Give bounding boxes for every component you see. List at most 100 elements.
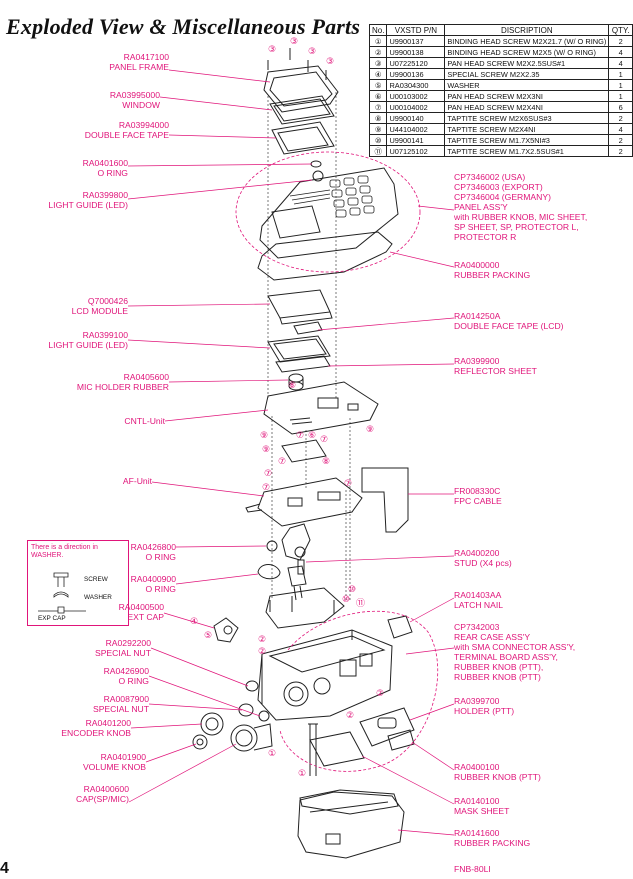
part-label-line: LCD MODULE (71, 306, 128, 316)
battery-pack (297, 791, 405, 859)
part-no: ③ (368, 57, 388, 69)
part-label-line: O RING (145, 552, 176, 562)
part-label-line: HOLDER (PTT) (454, 706, 515, 716)
callout-number: ⑦ (320, 435, 328, 445)
part-label-line: RA0400600 (83, 784, 129, 794)
part-label-line: MIC HOLDER RUBBER (76, 382, 169, 392)
double-face-tape-lcd (293, 321, 323, 335)
part-label-line: RA014250A (454, 311, 501, 321)
callout-number: ⑩ (348, 585, 356, 595)
part-label-line: CP7346003 (EXPORT) (454, 182, 543, 192)
part-label-line: RUBBER KNOB (PTT) (454, 772, 541, 782)
mask-sheet (309, 731, 365, 767)
part-label-line: PROTECTOR R (454, 232, 517, 242)
panel-assembly (259, 167, 399, 259)
part-label: CNTL-Unit (124, 416, 165, 426)
connector-board (265, 587, 345, 629)
part-quantity: 2 (608, 134, 633, 146)
part-label-line: FNB-80LI (454, 864, 491, 874)
part-label-line: RA0401200 (85, 718, 131, 728)
callout-number: ⑨ (366, 425, 374, 435)
part-quantity: 2 (608, 145, 633, 157)
callout-number: ② (346, 711, 354, 721)
jack-assembly (281, 523, 311, 561)
callout-number: ⑤ (204, 631, 212, 641)
part-label-line: RA0426900 (103, 666, 149, 676)
part-label-line: TERMINAL BOARD ASS'Y, (454, 652, 558, 662)
part-label-line: SPECIAL NUT (94, 648, 151, 658)
note-cap-label: EXP CAP (38, 615, 66, 622)
af-unit-board (245, 477, 363, 527)
part-label-line: RA03994000 (118, 120, 169, 130)
callout-number: ⑧ (322, 457, 330, 467)
ext-cap (213, 617, 239, 643)
stud (297, 559, 305, 575)
washer-note-diagram (38, 572, 86, 614)
callout-number: ⑩ (342, 595, 350, 605)
callout-number: ④ (190, 617, 198, 627)
callout-number: ⑦ (262, 483, 270, 493)
part-label-line: RA0399700 (454, 696, 500, 706)
part-quantity: 1 (608, 68, 633, 80)
part-label-line: CAP(SP/MIC) (76, 794, 129, 804)
rubber-packing (257, 231, 393, 281)
part-label-line: RA0405600 (123, 372, 169, 382)
callout-number: ③ (308, 47, 316, 57)
part-label-line: MASK SHEET (454, 806, 510, 816)
callout-number: ② (376, 689, 384, 699)
part-label-line: REAR CASE ASS'Y (454, 632, 531, 642)
parts-table-header: No. VXSTD P/N DISCRIPTION QTY. (368, 24, 633, 36)
part-description: TAPTITE SCREW M1.7X2.5SUS#1 (444, 145, 610, 157)
part-label-line: RA03995000 (109, 90, 160, 100)
callout-number: ⑦ (296, 431, 304, 441)
part-label-line: RA0399900 (454, 356, 500, 366)
part-label-line: RA0400000 (454, 260, 500, 270)
callout-number: ② (258, 647, 266, 657)
part-label-line: RA0399800 (82, 190, 128, 200)
note-text: There is a direction in WASHER. (31, 544, 98, 560)
double-face-tape (271, 121, 335, 155)
part-label-line: PANEL FRAME (109, 62, 169, 72)
part-no: ⑪ (368, 145, 388, 157)
small-board (281, 439, 327, 463)
o-ring-small (310, 160, 322, 168)
part-label-line: RUBBER PACKING (454, 838, 531, 848)
part-label-line: RA0400900 (130, 574, 176, 584)
part-label-line: RA0400500 (118, 602, 164, 612)
part-label-line: LIGHT GUIDE (LED) (48, 340, 128, 350)
part-label-line: RA0401600 (82, 158, 128, 168)
washer-direction-note: There is a direction in WASHER. SCREW WA… (27, 540, 129, 626)
callout-number: ⑪ (356, 598, 365, 609)
part-label-line: LATCH NAIL (454, 600, 504, 610)
part-label-line: CP7342003 (454, 622, 500, 632)
o-ring-426900 (258, 710, 270, 722)
part-label-line: SPECIAL NUT (92, 704, 149, 714)
latch-nail (387, 615, 413, 639)
part-label-line: RUBBER KNOB (PTT), (454, 662, 544, 672)
part-label-line: RA0399100 (82, 330, 128, 340)
callout-number: ⑨ (262, 445, 270, 455)
rubber-packing-battery (299, 789, 399, 815)
part-label-line: WINDOW (122, 100, 160, 110)
part-label: FNB-80LI (454, 864, 491, 874)
cntl-unit-board (263, 381, 379, 435)
